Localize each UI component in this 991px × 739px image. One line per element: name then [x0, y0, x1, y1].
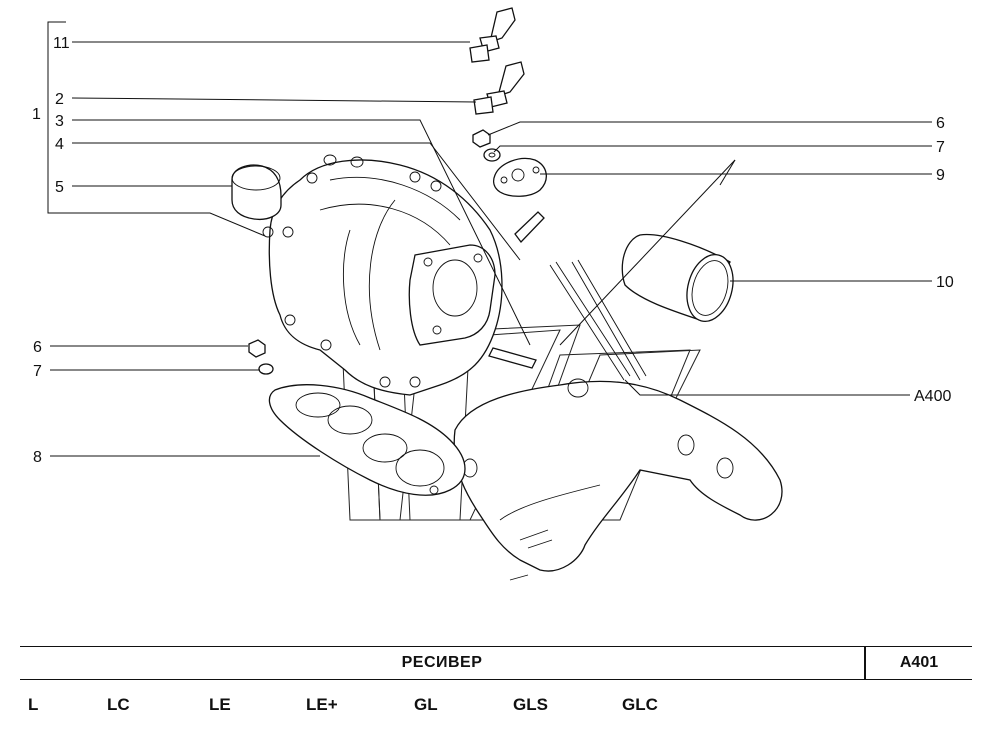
manifold-gasket — [268, 384, 466, 496]
long-stud — [549, 259, 647, 381]
callout-8: 8 — [33, 449, 42, 466]
exploded-parts-diagram: 11 2 1 3 4 5 6 7 9 10 6 7 8 A400 — [32, 7, 954, 581]
variant-glc[interactable]: GLC — [622, 695, 658, 714]
stud-upper — [514, 211, 545, 244]
small-gasket — [493, 157, 547, 197]
callout-10: 10 — [936, 274, 954, 291]
nut-top — [472, 129, 491, 148]
variant-le[interactable]: LE — [209, 695, 231, 714]
callout-A400: A400 — [914, 388, 951, 405]
callout-5: 5 — [55, 179, 64, 196]
title-bar: РЕСИВЕР A401 — [20, 646, 972, 680]
nut-left — [248, 339, 266, 358]
trim-variants: L LC LE LE+ GL GLS GLC — [0, 690, 991, 720]
callout-1: 1 — [32, 106, 41, 123]
fitting-11 — [469, 7, 516, 63]
callout-2: 2 — [55, 91, 64, 108]
plug-cap — [231, 164, 282, 221]
assembly-title: РЕСИВЕР — [401, 654, 483, 671]
intake-manifold — [453, 378, 783, 581]
washer-left — [258, 363, 274, 375]
callout-6-left: 6 — [33, 339, 42, 356]
callout-9: 9 — [936, 167, 945, 184]
callout-4: 4 — [55, 136, 64, 153]
variant-l[interactable]: L — [28, 695, 39, 714]
callout-11: 11 — [53, 35, 70, 52]
callout-6-top: 6 — [936, 115, 945, 132]
assembly-code: A401 — [899, 654, 939, 671]
variant-le-plus[interactable]: LE+ — [306, 695, 338, 714]
leader-lines — [50, 41, 932, 457]
receiver-housing — [262, 154, 503, 396]
variant-lc[interactable]: LC — [107, 695, 130, 714]
fitting-2 — [473, 61, 525, 115]
hose-sleeve — [621, 233, 734, 322]
variant-gls[interactable]: GLS — [513, 695, 548, 714]
stud-lower — [488, 347, 537, 369]
callout-7-top: 7 — [936, 139, 945, 156]
variant-gl[interactable]: GL — [414, 695, 438, 714]
group-bracket — [47, 21, 266, 237]
title-divider — [864, 647, 866, 679]
callout-3: 3 — [55, 113, 64, 130]
callout-7-left: 7 — [33, 363, 42, 380]
washer-top — [483, 148, 501, 162]
